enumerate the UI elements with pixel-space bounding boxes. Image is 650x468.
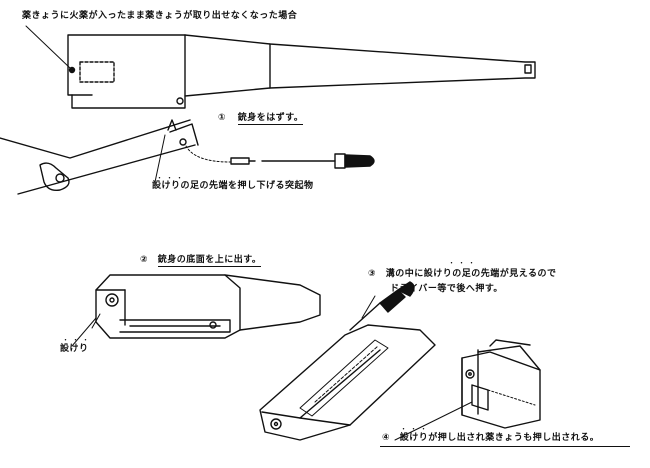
step-1-text: 銃身をはずす。 xyxy=(237,113,304,125)
step-4-underline xyxy=(380,446,630,447)
emphasis-dots-ejector: ・・・ xyxy=(62,336,92,344)
emphasis-dots-step-3: ・・・ xyxy=(448,259,478,267)
step-4-caption: ④ 設けりが押し出され薬きょうも押し出される。 xyxy=(382,432,599,444)
step-3-line-2: ドライバー等で後へ押す。 xyxy=(390,284,503,294)
protrusion-label: 設けりの足の先端を押し下げる突起物 xyxy=(152,181,314,191)
barrel-drawing xyxy=(67,34,536,109)
step-3-caption: ③ 溝の中に設けりの足の先端が見えるので xyxy=(368,268,557,280)
step-1-number: ① xyxy=(218,113,227,123)
step-4-text: 設けりが押し出され薬きょうも押し出される。 xyxy=(399,433,600,443)
barrel-diagonal-drawing xyxy=(259,281,436,441)
step-2-caption: ② 銃身の底面を上に出す。 xyxy=(140,254,262,267)
header-note: 薬きょうに火薬が入ったまま薬きょうが取り出せなくなった場合 xyxy=(22,11,298,21)
emphasis-dots-step-4: ・・・ xyxy=(400,425,430,433)
screwdriver-drawing xyxy=(261,153,375,169)
step-2-number: ② xyxy=(140,255,149,265)
pin-drawing xyxy=(230,157,256,165)
ejector-closeup-drawing xyxy=(461,339,541,429)
emphasis-dots-protrusion: ・・・ xyxy=(156,174,186,182)
step-3-number: ③ xyxy=(368,269,377,279)
barrel-bottom-drawing xyxy=(91,274,321,339)
step-3-line-1: 溝の中に設けりの足の先端が見えるので xyxy=(385,269,557,279)
step-4-number: ④ xyxy=(382,433,391,443)
step-2-text: 銃身の底面を上に出す。 xyxy=(157,255,262,267)
step-1-caption: ① 銃身をはずす。 xyxy=(218,112,304,125)
receiver-drawing xyxy=(0,119,199,195)
ejector-label: 設けり xyxy=(60,344,89,354)
